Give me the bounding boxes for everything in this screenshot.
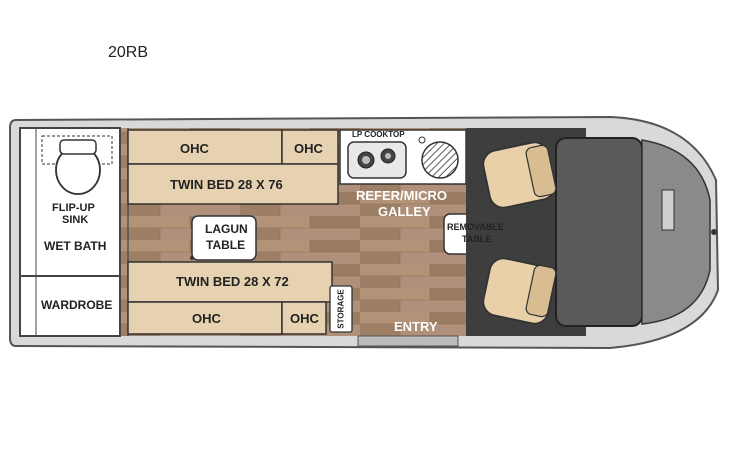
ohc-bottom-left — [127, 301, 283, 335]
storage-cabinet — [329, 285, 353, 333]
label-lp-cooktop: LP COOKTOP — [352, 130, 405, 139]
sink-icon — [421, 141, 459, 179]
twin-bed-top — [127, 163, 339, 205]
label-removable-table: TABLE — [462, 234, 492, 244]
label-wardrobe: WARDROBE — [41, 298, 113, 312]
lagun-table — [191, 215, 257, 261]
label-ohc-bottom-left: OHC — [192, 311, 221, 326]
label-ohc-top-left: OHC — [180, 141, 209, 156]
passenger-seat-icon — [482, 257, 557, 325]
ohc-bottom-right — [281, 301, 327, 335]
label-lagun-table: TABLE — [206, 238, 246, 252]
label-entry: ENTRY — [394, 319, 438, 334]
entry-step — [357, 335, 459, 347]
ohc-top-right — [281, 129, 339, 165]
label-ohc-top-right: OHC — [294, 141, 323, 156]
label-refer-micro: REFER/MICRO — [356, 188, 447, 203]
label-removable: REMOVABLE — [447, 222, 504, 232]
driver-seat-icon — [482, 141, 557, 209]
cooktop-icon — [347, 141, 407, 179]
label-sink: SINK — [62, 214, 89, 226]
model-name: 20RB — [108, 44, 149, 61]
dashboard — [555, 137, 643, 327]
label-storage: STORAGE — [336, 289, 346, 329]
label-twin-bed-bottom: TWIN BED 28 X 72 — [176, 274, 289, 289]
label-ohc-bottom-right: OHC — [290, 311, 319, 326]
label-twin-bed-top: TWIN BED 28 X 76 — [170, 177, 283, 192]
label-galley: GALLEY — [378, 204, 431, 219]
label-flip-up: FLIP-UP — [52, 202, 95, 214]
label-wet-bath: WET BATH — [44, 239, 107, 253]
label-lagun: LAGUN — [205, 222, 248, 236]
toilet-icon — [41, 135, 113, 195]
wardrobe — [19, 275, 121, 337]
